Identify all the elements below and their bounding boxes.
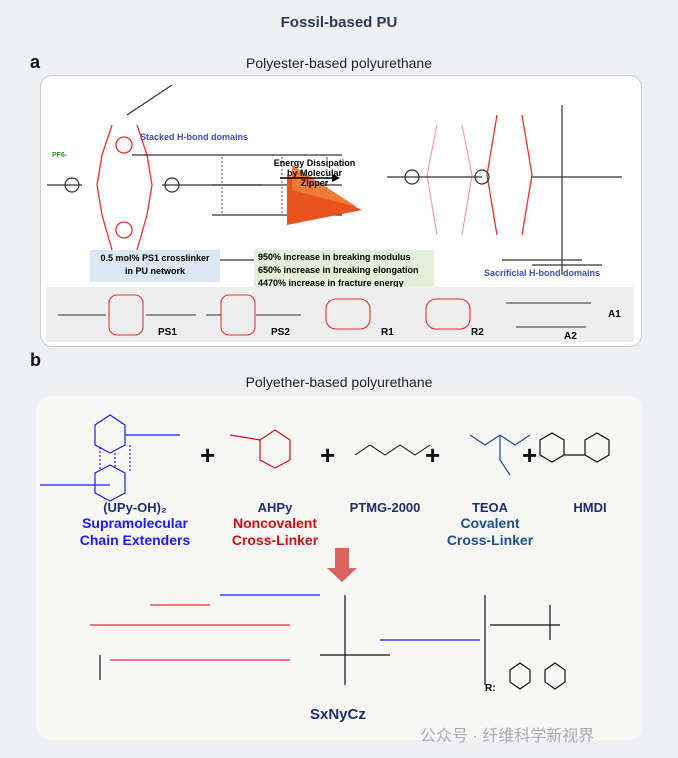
h-bond-links-left: [221, 157, 328, 213]
panel-a-structures: [47, 85, 622, 275]
crown-ether-left: [96, 124, 153, 251]
reactant-structures: [40, 414, 610, 502]
arrow-label: Energy Dissipation by Molecular Zipper: [272, 158, 357, 188]
crosslinker-line-2: in PU network: [124, 266, 185, 276]
arrow-label-line-1: Energy Dissipation: [273, 158, 356, 168]
panel-b-label: b: [30, 350, 41, 370]
plus-sign: +: [200, 440, 216, 470]
crosslinker-box: 0.5 mol% PS1 crosslinker in PU network: [90, 250, 220, 282]
reactant-ptmg: PTMG-2000: [349, 500, 421, 515]
panel-b-subtitle: Polyether-based polyurethane: [245, 374, 433, 390]
arrow-label-line-2: by Molecular Zipper: [286, 168, 342, 188]
improvements-box: 950% increase in breaking modulus 650% i…: [254, 250, 434, 292]
compound-structures: [58, 294, 591, 336]
compound-ps1: PS1: [158, 327, 177, 338]
polymer-chains-left: [47, 85, 342, 261]
plus-sign: +: [522, 440, 538, 470]
plus-sign: +: [425, 440, 441, 470]
zipper-icon: [287, 165, 362, 225]
plus-sign: +: [320, 440, 336, 470]
improvement-modulus: 950% increase in breaking modulus: [258, 252, 411, 262]
counterion-label: PF6-: [52, 152, 68, 159]
figure-title: Fossil-based PU: [280, 14, 398, 31]
watermark: 公众号 · 纤维科学新视界: [420, 728, 595, 745]
stacked-h-bond-label: Stacked H-bond domains: [140, 132, 249, 142]
improvement-elongation: 650% increase in breaking elongation: [258, 265, 419, 275]
hmdi: [539, 432, 610, 463]
compound-a2: A2: [564, 331, 577, 342]
reactant-name: AHPy: [257, 500, 293, 515]
product-structure: [90, 594, 566, 690]
r-group-label: R:: [485, 683, 496, 694]
panel-a-subtitle: Polyester-based polyurethane: [245, 55, 432, 71]
reaction-arrow-icon: [335, 548, 349, 568]
crosslinker-line-1: 0.5 mol% PS1 crosslinker: [100, 253, 210, 263]
reaction-arrow-head-icon: [327, 568, 357, 582]
product-name: SxNyCz: [310, 706, 366, 723]
reactant-name: TEOA: [471, 500, 509, 515]
compound-r1: R1: [381, 327, 394, 338]
ptmg: [354, 444, 431, 456]
compound-strip: PS1 PS2 R1 R2 A1 A2: [46, 287, 634, 342]
upy-dimer: [40, 414, 180, 502]
reactant-hmdi: HMDI: [573, 500, 607, 515]
polymer-chains-right: [387, 105, 622, 275]
compound-ps2: PS2: [271, 327, 290, 338]
ahpy: [229, 429, 291, 469]
teoa: [469, 434, 531, 476]
crown-ether-right: [426, 124, 473, 236]
sacrificial-h-bond-label: Sacrificial H-bond domains: [484, 268, 601, 278]
compound-a1: A1: [608, 309, 621, 320]
compound-r2: R2: [471, 327, 484, 338]
improvement-fracture-energy: 4470% increase in fracture energy: [258, 278, 404, 288]
panel-a-label: a: [30, 52, 41, 72]
reactant-name: (UPy-OH)₂: [103, 500, 167, 515]
